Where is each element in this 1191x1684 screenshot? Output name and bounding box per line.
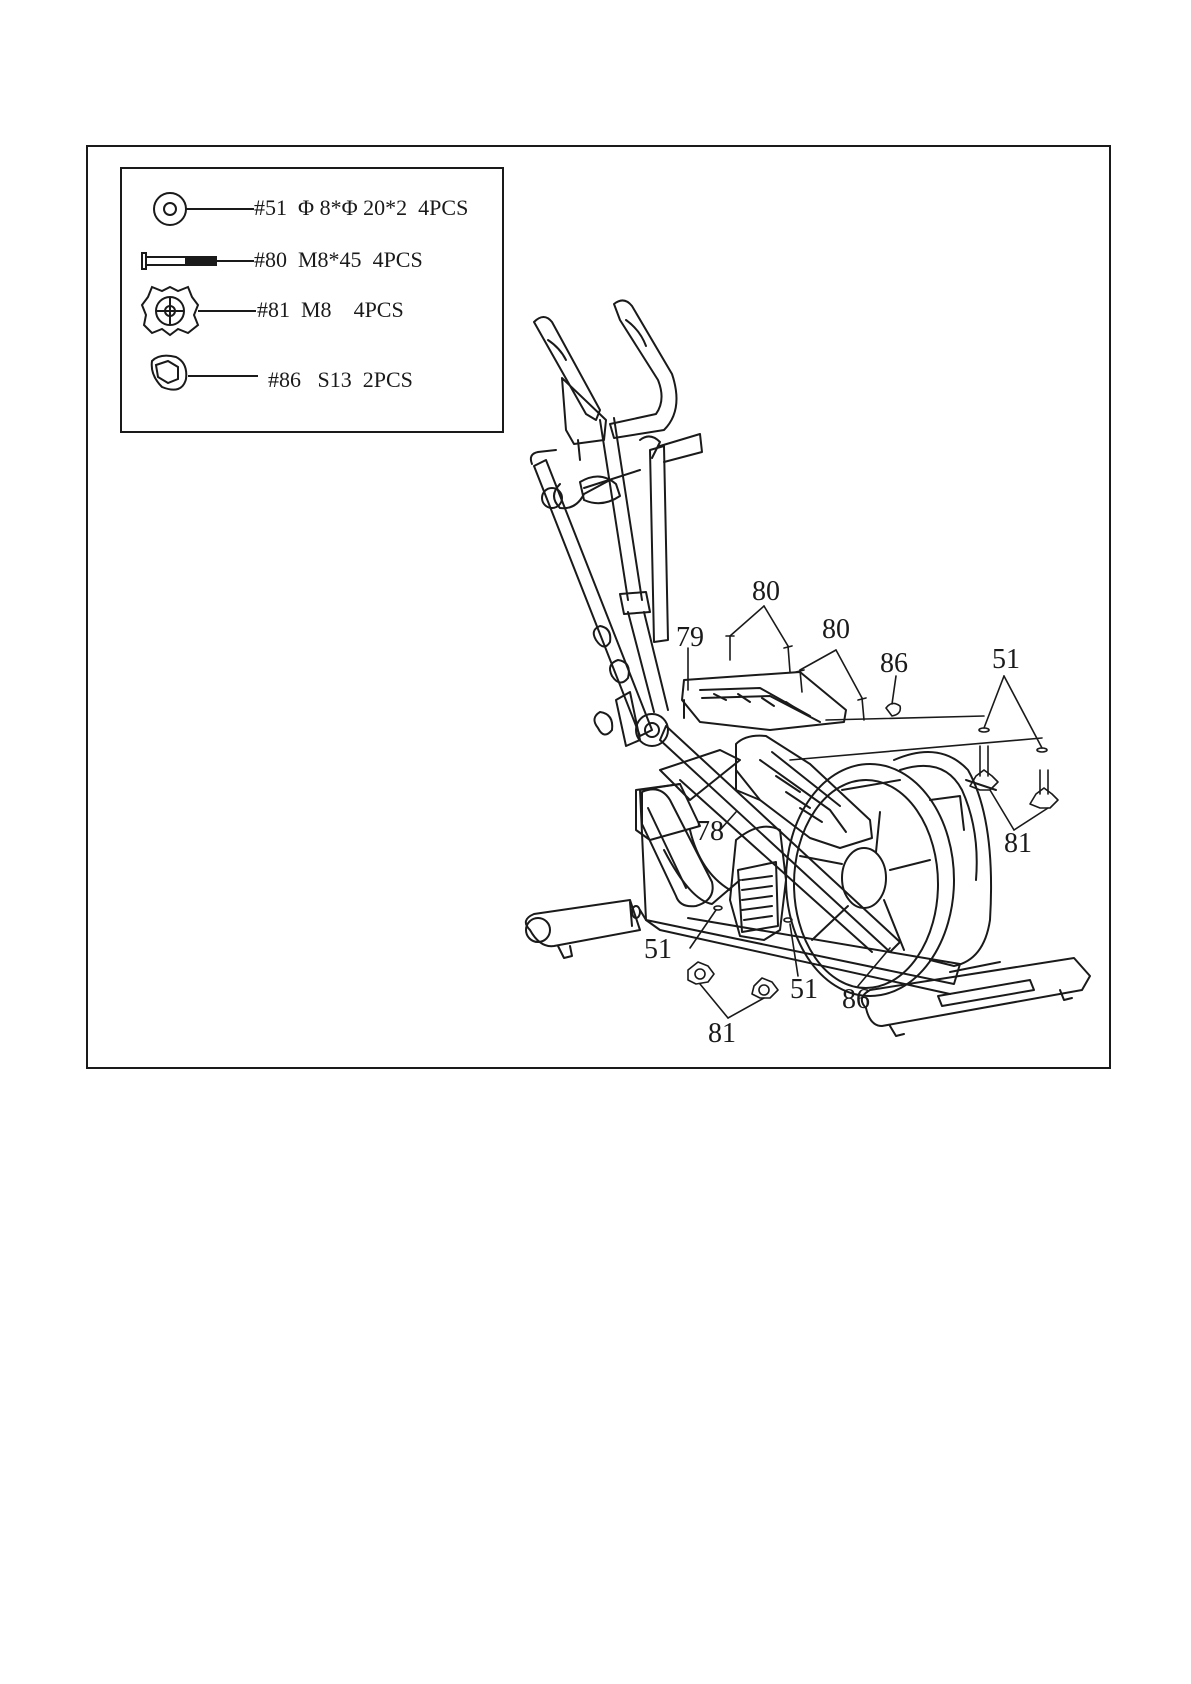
foot-pedal-79 [682, 672, 846, 730]
callout-86-a: 86 [880, 650, 908, 678]
rear-stabilizer [862, 958, 1090, 1036]
callout-81-a: 81 [1004, 830, 1032, 858]
callout-80-a: 80 [752, 578, 780, 606]
callout-80-b: 80 [822, 616, 850, 644]
front-stabilizer [526, 900, 646, 958]
callout-79: 79 [676, 624, 704, 652]
fixed-handle [580, 434, 702, 503]
callout-81-b: 81 [708, 1020, 736, 1048]
end-cap-86-parts [886, 703, 900, 716]
callout-78: 78 [696, 818, 724, 846]
bottle-holder [642, 789, 713, 906]
callout-51-c: 51 [790, 976, 818, 1004]
callout-51-b: 51 [644, 936, 672, 964]
washer-51-parts [714, 716, 1047, 922]
callout-51-a: 51 [992, 646, 1020, 674]
chain-cover [730, 827, 786, 940]
callout-86-b: 86 [842, 986, 870, 1014]
handlebar [534, 300, 677, 460]
moving-arm [531, 436, 668, 746]
